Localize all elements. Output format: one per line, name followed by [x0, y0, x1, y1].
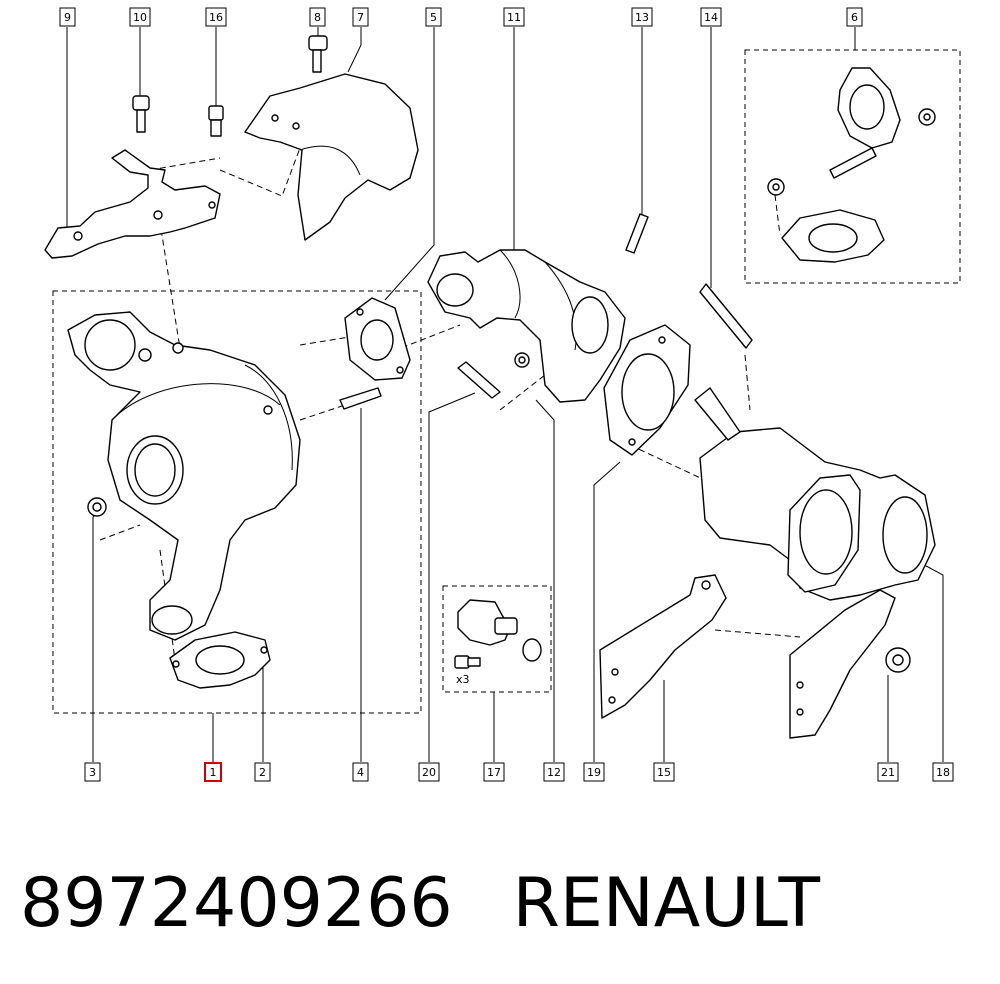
- gasket-2: [169, 631, 271, 689]
- nut-12: [514, 352, 530, 368]
- bolt-10: [132, 95, 150, 133]
- svg-text:2: 2: [259, 766, 266, 779]
- svg-text:13: 13: [635, 11, 649, 24]
- callout-14[interactable]: 14: [700, 7, 722, 27]
- callout-10[interactable]: 10: [129, 7, 151, 27]
- callout-8[interactable]: 8: [309, 7, 326, 27]
- svg-text:10: 10: [133, 11, 147, 24]
- svg-text:17: 17: [487, 766, 501, 779]
- callout-20[interactable]: 20: [418, 762, 440, 782]
- stud-16: [208, 105, 224, 137]
- svg-text:14: 14: [704, 11, 718, 24]
- callout-2[interactable]: 2: [254, 762, 271, 782]
- svg-text:6: 6: [851, 11, 858, 24]
- svg-text:16: 16: [209, 11, 223, 24]
- bracket-assembly: [44, 149, 221, 259]
- callout-18[interactable]: 18: [932, 762, 954, 782]
- callout-15[interactable]: 15: [653, 762, 675, 782]
- gasket-ring-14: [699, 283, 753, 349]
- svg-text:11: 11: [507, 11, 521, 24]
- callout-6[interactable]: 6: [846, 7, 863, 27]
- stud-20: [457, 361, 501, 399]
- svg-text:18: 18: [936, 766, 950, 779]
- svg-text:5: 5: [430, 11, 437, 24]
- stud-13: [625, 213, 649, 254]
- footer-caption: 8972409266 RENAULT: [20, 858, 820, 948]
- svg-text:8: 8: [314, 11, 321, 24]
- callout-5[interactable]: 5: [425, 7, 442, 27]
- callout-16[interactable]: 16: [205, 7, 227, 27]
- catalytic-converter-18: [694, 387, 936, 601]
- callout-7[interactable]: 7: [352, 7, 369, 27]
- actuator-kit-group-box: [442, 585, 552, 693]
- turbo-assembly-group-box: [52, 290, 422, 714]
- nut-21: [885, 647, 911, 673]
- svg-text:7: 7: [357, 11, 364, 24]
- callout-21[interactable]: 21: [877, 762, 899, 782]
- callout-12[interactable]: 12: [543, 762, 565, 782]
- heat-shield-7: [244, 73, 419, 241]
- part-number: 8972409266: [20, 863, 453, 943]
- callout-11[interactable]: 11: [503, 7, 525, 27]
- callout-3[interactable]: 3: [84, 762, 101, 782]
- svg-text:3: 3: [89, 766, 96, 779]
- exhaust-elbow-11: [427, 249, 626, 403]
- svg-text:15: 15: [657, 766, 671, 779]
- svg-text:12: 12: [547, 766, 561, 779]
- bolt-8: [308, 35, 328, 73]
- callout-19[interactable]: 19: [583, 762, 605, 782]
- turbocharger-1: [67, 311, 301, 641]
- callout-13[interactable]: 13: [631, 7, 653, 27]
- svg-text:21: 21: [881, 766, 895, 779]
- svg-text:1: 1: [210, 766, 217, 779]
- svg-text:19: 19: [587, 766, 601, 779]
- stud-4: [339, 387, 382, 410]
- gasket-kit-6-contents: [767, 67, 936, 263]
- callout-1[interactable]: 1: [204, 762, 222, 782]
- bracket-15: [599, 574, 727, 719]
- actuator-sensor-17: x3: [454, 599, 542, 686]
- svg-text:4: 4: [357, 766, 364, 779]
- nut-3: [87, 497, 107, 517]
- callout-17[interactable]: 17: [483, 762, 505, 782]
- quantity-note-x3: x3: [456, 673, 470, 686]
- brand-name: RENAULT: [512, 863, 821, 943]
- callout-4[interactable]: 4: [352, 762, 369, 782]
- gasket-5: [344, 297, 411, 381]
- gasket-19: [603, 324, 691, 456]
- callout-9[interactable]: 9: [59, 7, 76, 27]
- bracket-right: [789, 589, 896, 739]
- svg-text:9: 9: [64, 11, 71, 24]
- svg-text:20: 20: [422, 766, 436, 779]
